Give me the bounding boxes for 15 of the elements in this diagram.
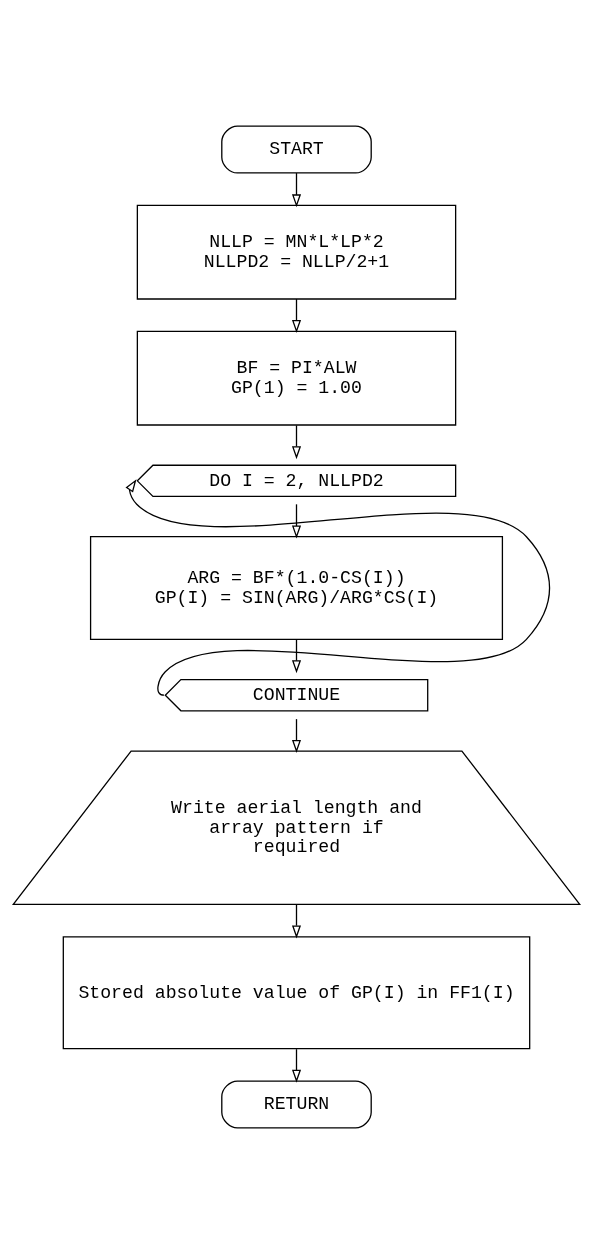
arrow (291, 718, 302, 753)
arrow (291, 172, 302, 208)
node-box: ARG = BF*(1.0-CS(I)) GP(I) = SIN(ARG)/ARG*CS(I) (89, 536, 504, 640)
node-box: Stored absolute value of GP(I) in FF1(I) (62, 936, 531, 1050)
node-box: BF = PI*ALW GP(1) = 1.00 (136, 330, 457, 426)
node-box: NLLP = MN*L*LP*2 NLLPD2 = NLLP/2+1 (136, 204, 457, 300)
arrow (125, 479, 551, 696)
arrow (291, 1048, 302, 1083)
arrow (291, 903, 302, 939)
arrow (291, 298, 302, 334)
arrow (291, 503, 302, 539)
arrow (291, 639, 302, 674)
node-box: START (221, 125, 372, 174)
node-box: RETURN (221, 1080, 372, 1129)
arrow (291, 424, 302, 460)
